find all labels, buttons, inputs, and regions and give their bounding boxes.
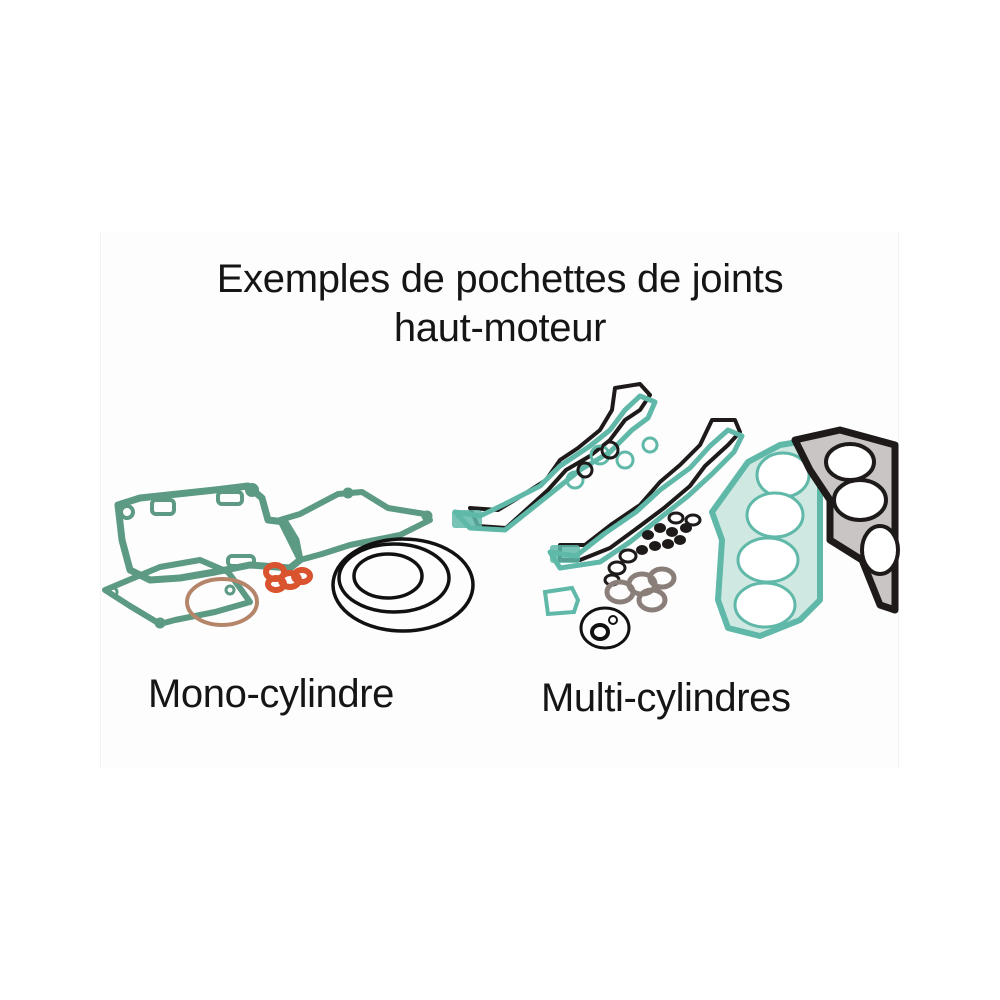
gasket-kit-multi-cylinder-icon	[452, 382, 900, 650]
heading-line-2: haut-moteur	[393, 306, 607, 350]
label-multi-cylindres: Multi-cylindres	[541, 676, 791, 720]
gasket-kit-single-cylinder-icon	[102, 482, 475, 633]
heading-line-1: Exemples de pochettes de joints	[216, 257, 784, 301]
label-mono-cylindre: Mono-cylindre	[148, 672, 395, 716]
